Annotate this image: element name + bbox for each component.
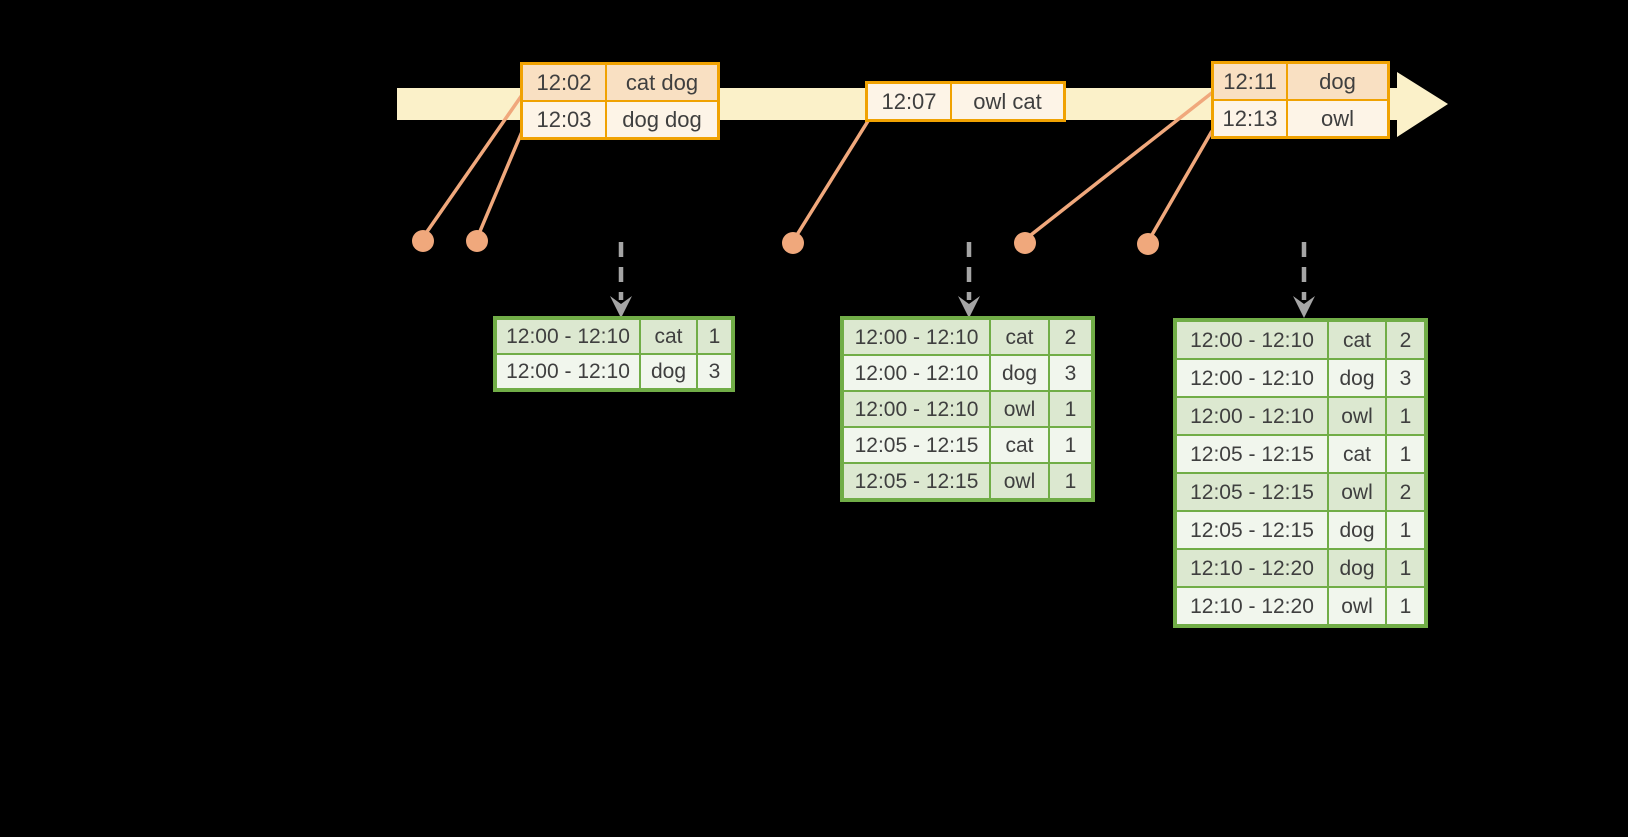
window-cell: 12:10 - 12:20	[1177, 550, 1327, 586]
event-dot	[1014, 232, 1036, 254]
window-cell: 12:00 - 12:10	[497, 320, 639, 353]
word-cell: cat	[991, 428, 1048, 462]
count-cell: 1	[1387, 512, 1424, 548]
count-cell: 2	[1387, 322, 1424, 358]
event-table-1: 12:02 cat dog 12:03 dog dog	[520, 62, 720, 140]
word-cell: owl	[991, 392, 1048, 426]
result-table-3: 12:00 - 12:10 cat 2 12:00 - 12:10 dog 3 …	[1173, 318, 1428, 628]
trigger-arrow-head	[610, 296, 632, 318]
event-words-cell: dog	[1288, 64, 1387, 99]
event-words-cell: cat dog	[607, 65, 717, 100]
word-cell: cat	[641, 320, 696, 353]
window-cell: 12:00 - 12:10	[844, 392, 989, 426]
window-cell: 12:00 - 12:10	[497, 355, 639, 388]
window-cell: 12:05 - 12:15	[1177, 512, 1327, 548]
window-cell: 12:00 - 12:10	[1177, 398, 1327, 434]
word-cell: owl	[991, 464, 1048, 498]
event-dot	[782, 232, 804, 254]
count-cell: 3	[1050, 356, 1091, 390]
word-cell: dog	[641, 355, 696, 388]
window-cell: 12:05 - 12:15	[1177, 474, 1327, 510]
event-connector-line	[793, 120, 870, 239]
word-cell: dog	[1329, 512, 1385, 548]
window-cell: 12:10 - 12:20	[1177, 588, 1327, 624]
event-time-cell: 12:13	[1214, 101, 1286, 136]
event-dot	[412, 230, 434, 252]
event-words-cell: dog dog	[607, 102, 717, 137]
count-cell: 1	[1050, 392, 1091, 426]
event-time-cell: 12:07	[868, 84, 950, 119]
event-connector-line	[1147, 130, 1214, 241]
count-cell: 1	[1387, 398, 1424, 434]
window-cell: 12:00 - 12:10	[1177, 360, 1327, 396]
window-cell: 12:05 - 12:15	[1177, 436, 1327, 472]
window-cell: 12:05 - 12:15	[844, 428, 989, 462]
trigger-arrow-head	[958, 296, 980, 318]
count-cell: 2	[1387, 474, 1424, 510]
result-table-1: 12:00 - 12:10 cat 1 12:00 - 12:10 dog 3	[493, 316, 735, 392]
event-words-cell: owl	[1288, 101, 1387, 136]
event-connector-line	[1025, 90, 1215, 240]
trigger-arrow-head	[1293, 296, 1315, 318]
event-time-cell: 12:11	[1214, 64, 1286, 99]
count-cell: 1	[1387, 588, 1424, 624]
count-cell: 1	[1050, 428, 1091, 462]
count-cell: 1	[1050, 464, 1091, 498]
count-cell: 2	[1050, 320, 1091, 354]
count-cell: 3	[698, 355, 731, 388]
window-cell: 12:00 - 12:10	[844, 320, 989, 354]
event-dot	[466, 230, 488, 252]
event-table-2: 12:07 owl cat	[865, 81, 1066, 122]
word-cell: owl	[1329, 474, 1385, 510]
window-cell: 12:05 - 12:15	[844, 464, 989, 498]
word-cell: cat	[991, 320, 1048, 354]
word-cell: cat	[1329, 436, 1385, 472]
word-cell: owl	[1329, 398, 1385, 434]
window-cell: 12:00 - 12:10	[844, 356, 989, 390]
event-words-cell: owl cat	[952, 84, 1063, 119]
window-cell: 12:00 - 12:10	[1177, 322, 1327, 358]
word-cell: cat	[1329, 322, 1385, 358]
word-cell: owl	[1329, 588, 1385, 624]
count-cell: 3	[1387, 360, 1424, 396]
event-time-cell: 12:02	[523, 65, 605, 100]
event-dot	[1137, 233, 1159, 255]
word-cell: dog	[1329, 360, 1385, 396]
count-cell: 1	[1387, 436, 1424, 472]
event-time-cell: 12:03	[523, 102, 605, 137]
result-table-2: 12:00 - 12:10 cat 2 12:00 - 12:10 dog 3 …	[840, 316, 1095, 502]
event-table-3: 12:11 dog 12:13 owl	[1211, 61, 1390, 139]
word-cell: dog	[1329, 550, 1385, 586]
count-cell: 1	[1387, 550, 1424, 586]
event-connector-line	[422, 94, 524, 237]
count-cell: 1	[698, 320, 731, 353]
event-connector-line	[476, 126, 526, 237]
word-cell: dog	[991, 356, 1048, 390]
